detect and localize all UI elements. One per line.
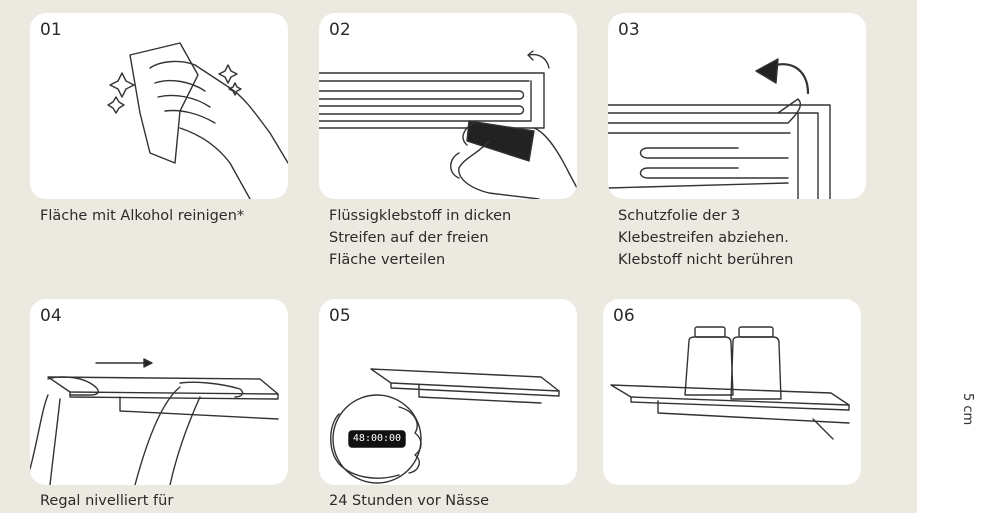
step-number: 05 [329, 306, 351, 326]
step-number: 03 [618, 20, 640, 40]
step-caption-04: Regal nivelliert für [40, 493, 174, 509]
step-card-05: 05 48:00:00 [319, 299, 577, 485]
step-number: 01 [40, 20, 62, 40]
step-card-04: 04 [30, 299, 288, 485]
step-caption-02: Flüssigklebstoff in dicken Streifen auf … [329, 208, 512, 268]
step-card-02: 02 [319, 13, 577, 199]
step-number: 02 [329, 20, 351, 40]
adhesive-tube-icon [319, 50, 577, 199]
step-number: 06 [613, 306, 635, 326]
step-caption-03: Schutzfolie der 3 Klebestreifen abziehen… [618, 208, 794, 268]
step-caption-05: 24 Stunden vor Nässe [329, 493, 490, 509]
peel-film-icon [608, 58, 831, 199]
cleaning-hand-icon [107, 42, 288, 199]
timer-display: 48:00:00 [352, 433, 402, 444]
level-shelf-icon [30, 358, 279, 485]
step-caption-01: Fläche mit Alkohol reinigen* [40, 208, 245, 224]
step-number: 04 [40, 306, 62, 326]
timer-icon [330, 368, 560, 484]
step-card-06: 06 [603, 299, 861, 485]
side-panel [917, 0, 1000, 513]
shelf-with-jars-icon [610, 326, 850, 440]
dimension-label: 5 cm [960, 393, 975, 426]
step-card-01: 01 [30, 13, 288, 199]
step-card-03: 03 [608, 13, 866, 199]
